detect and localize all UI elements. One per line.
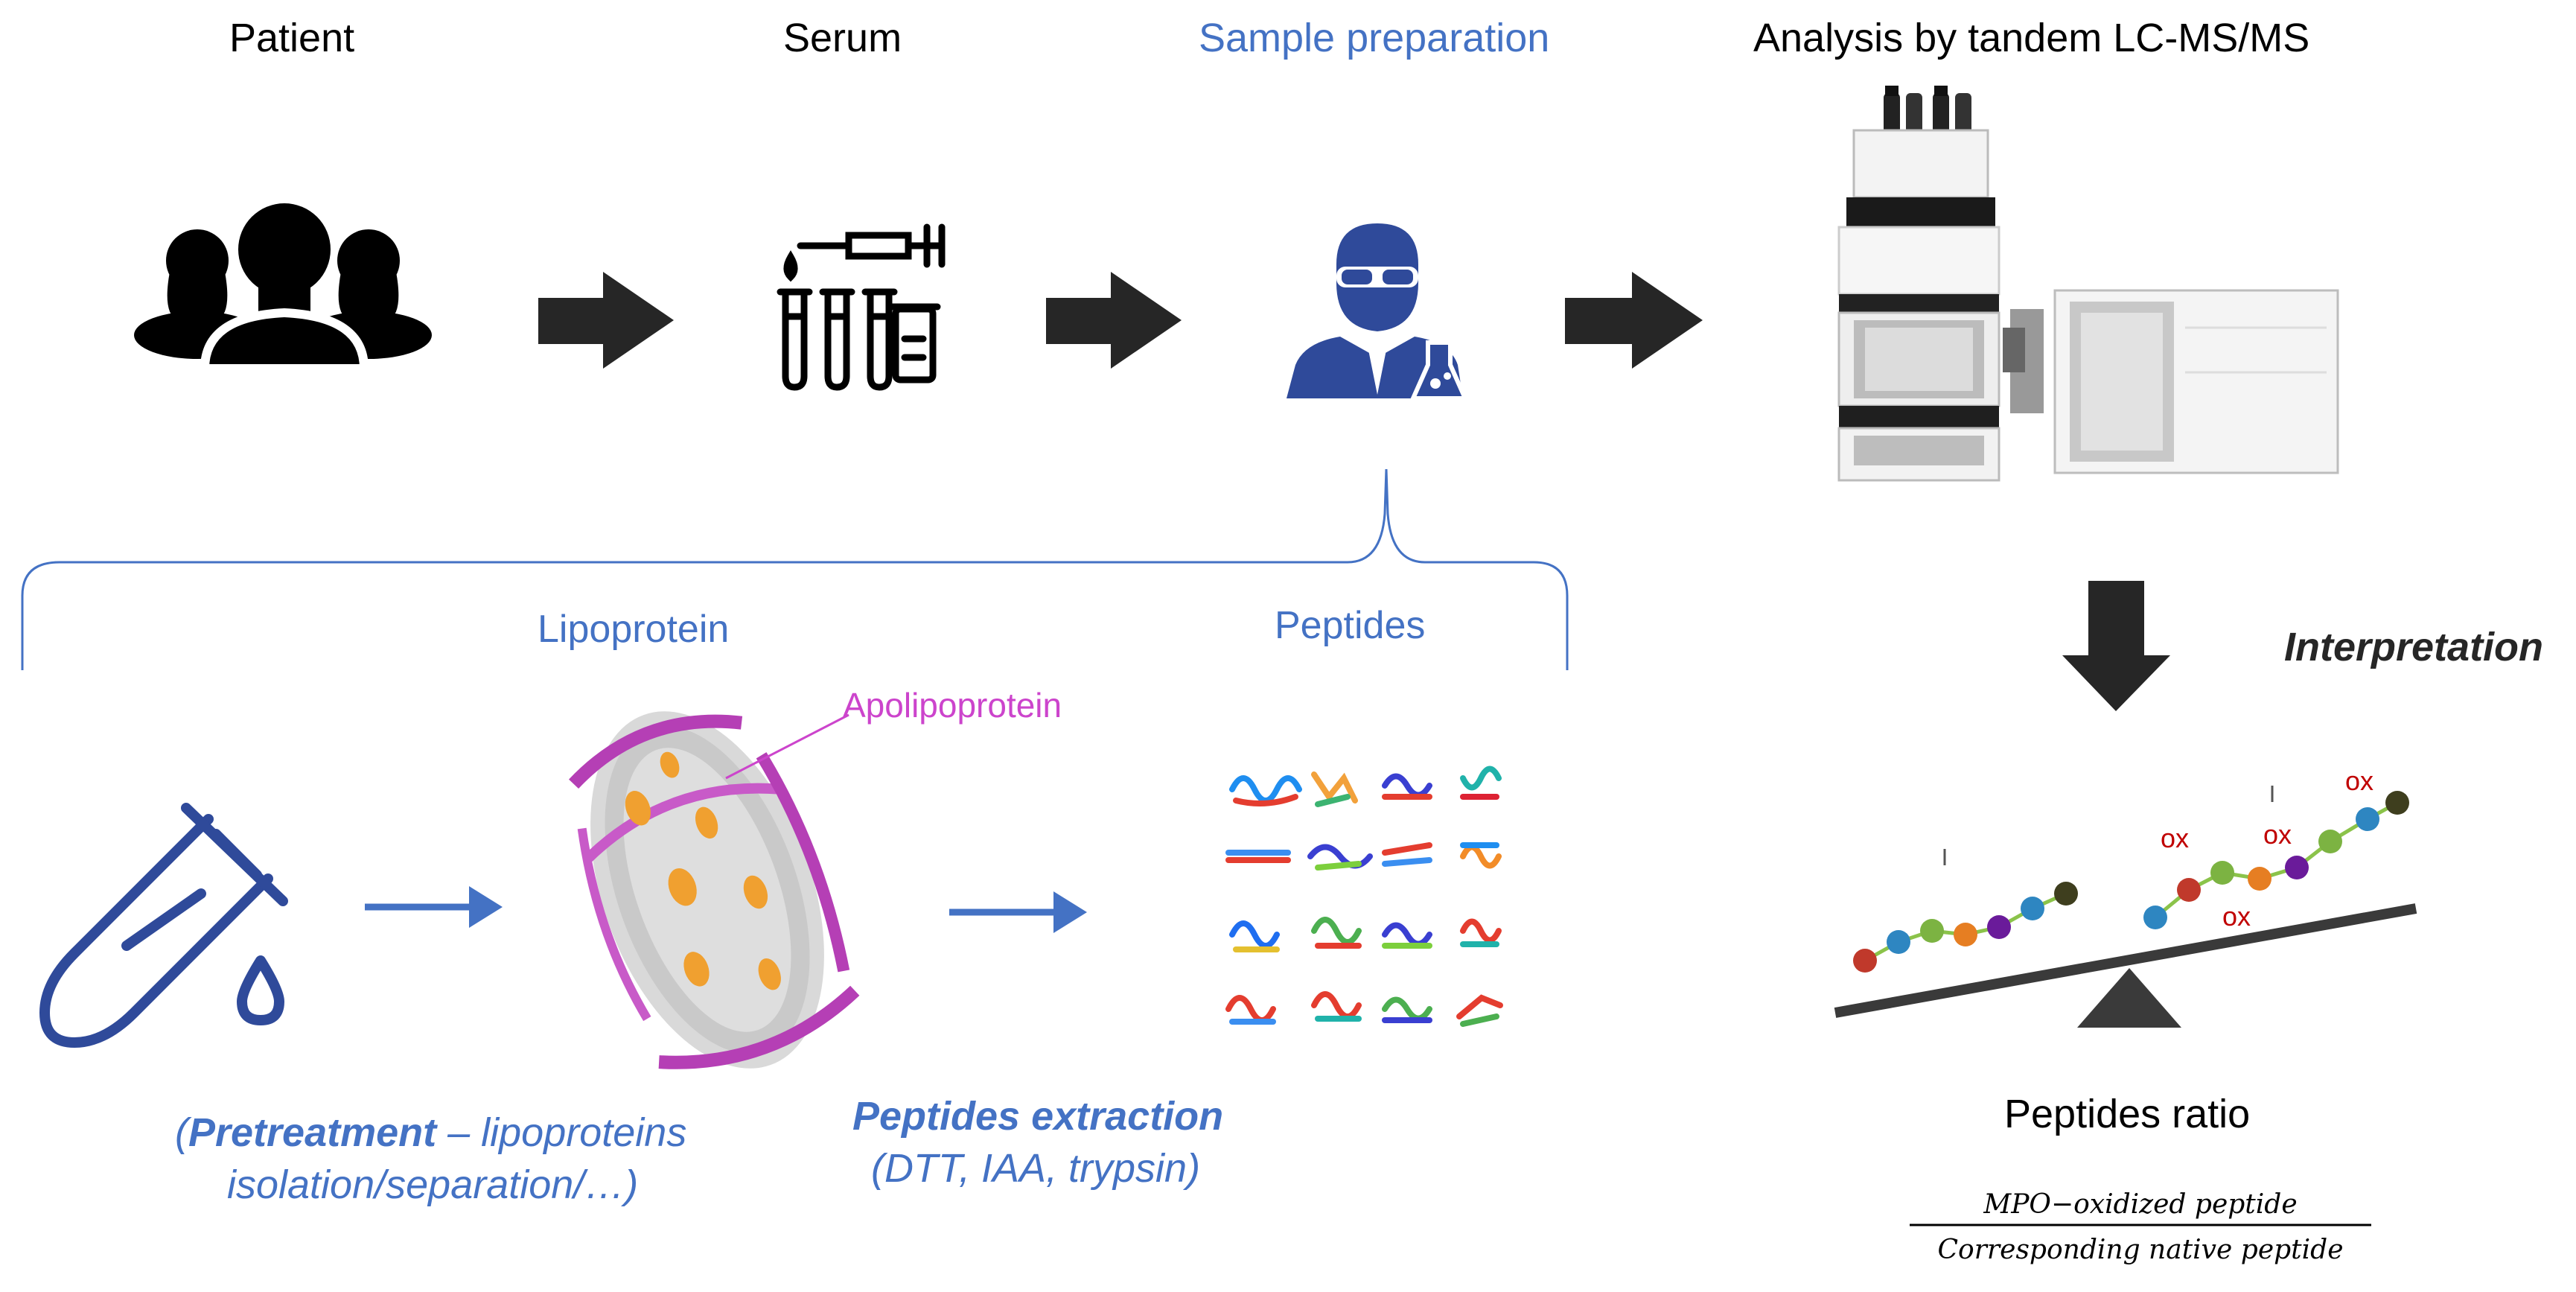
arrow-lipoprotein-to-peptides bbox=[949, 891, 1087, 933]
arrow-prep-to-analysis bbox=[1565, 272, 1703, 369]
balance-scale-icon bbox=[1834, 903, 2417, 1028]
step-label-patient: Patient bbox=[229, 16, 355, 60]
pretreatment-caption: (Pretreatment – lipoproteins bbox=[175, 1110, 686, 1156]
ox-label: ox bbox=[2161, 823, 2190, 853]
patient-group-icon bbox=[134, 200, 432, 373]
arrow-tube-to-lipoprotein bbox=[365, 886, 503, 928]
sample-prep-brace bbox=[21, 468, 1569, 670]
lc-ms-instrument-image bbox=[1837, 86, 2339, 482]
lipoprotein-particle-image bbox=[569, 711, 860, 1069]
ox-label: ox bbox=[2263, 819, 2292, 850]
extraction-title: Peptides extraction bbox=[852, 1093, 1223, 1139]
oxidized-peptide-chain bbox=[2143, 791, 2409, 929]
ratio-denominator: Corresponding native peptide bbox=[1937, 1235, 2344, 1265]
arrow-serum-to-prep bbox=[1046, 272, 1182, 369]
label-interpretation: Interpretation bbox=[2284, 625, 2544, 669]
extraction-title-text: Peptides extraction bbox=[852, 1094, 1224, 1139]
arrow-patient-to-serum bbox=[538, 272, 674, 369]
ox-label: ox bbox=[2345, 766, 2374, 796]
label-peptides-ratio: Peptides ratio bbox=[2004, 1092, 2251, 1136]
label-lipoprotein: Lipoprotein bbox=[538, 608, 730, 651]
label-apolipoprotein: Apolipoprotein bbox=[843, 686, 1062, 725]
native-peptide-chain bbox=[1853, 882, 2078, 973]
step-label-analysis: Analysis by tandem LC-MS/MS bbox=[1753, 16, 2310, 60]
serum-tubes-syringe-icon bbox=[777, 223, 946, 391]
pretreatment-open: ( bbox=[175, 1110, 188, 1155]
label-peptides: Peptides bbox=[1275, 604, 1426, 647]
test-tube-droplet-icon bbox=[39, 803, 288, 1048]
ratio-numerator: MPO−oxidized peptide bbox=[1983, 1189, 2298, 1220]
scientist-icon bbox=[1287, 223, 1469, 401]
extraction-reagents: (DTT, IAA, trypsin) bbox=[871, 1146, 1201, 1191]
step-label-sample-preparation: Sample preparation bbox=[1199, 16, 1550, 60]
pretreatment-caption-line2: isolation/separation/…) bbox=[227, 1162, 639, 1207]
ox-label: ox bbox=[2222, 901, 2251, 932]
step-label-serum: Serum bbox=[783, 16, 902, 60]
pretreatment-rest: – lipoproteins bbox=[436, 1110, 687, 1155]
arrow-down-interpretation bbox=[2062, 581, 2170, 711]
peptide-structures-image bbox=[1225, 766, 1503, 1027]
pretreatment-bold: Pretreatment bbox=[188, 1110, 437, 1155]
